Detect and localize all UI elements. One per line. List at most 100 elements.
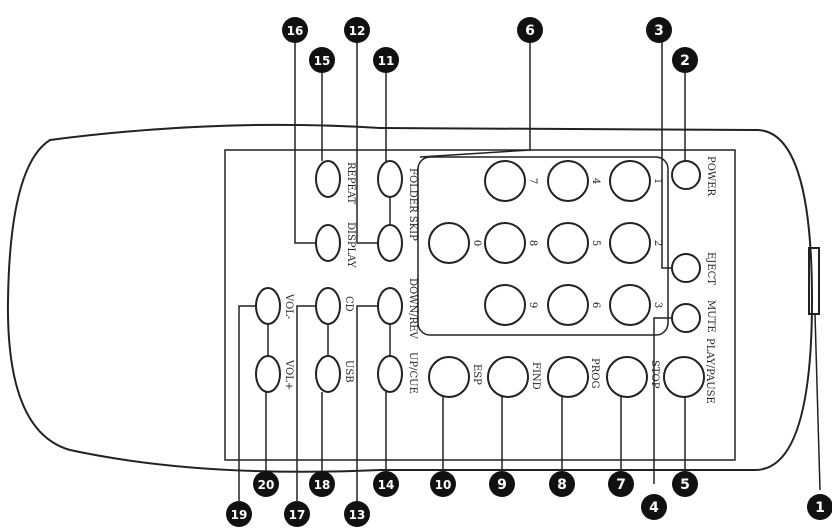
svg-text:9: 9 xyxy=(497,477,507,493)
up-cue-button[interactable] xyxy=(377,355,403,393)
folder-skip-up-button[interactable] xyxy=(377,160,403,198)
folder-skip-label: FOLDER SKIP xyxy=(407,168,418,241)
vol-plus-label: VOL+ xyxy=(283,359,294,390)
mute-label: MUTE xyxy=(705,300,716,333)
svg-text:7: 7 xyxy=(616,477,626,493)
svg-text:14: 14 xyxy=(378,478,395,492)
callout-13: 13 xyxy=(344,501,370,527)
callout-4: 4 xyxy=(641,494,667,520)
digit-label: 2 xyxy=(652,240,663,246)
power-button[interactable] xyxy=(671,160,701,190)
svg-text:2: 2 xyxy=(680,53,690,69)
esp-button[interactable] xyxy=(428,356,470,398)
digit-0-button[interactable] xyxy=(428,222,470,264)
down-rev-button[interactable] xyxy=(377,287,403,325)
callout-8: 8 xyxy=(549,471,575,497)
svg-text:19: 19 xyxy=(231,508,248,522)
digit-label: 4 xyxy=(590,178,601,184)
callout-2: 2 xyxy=(672,47,698,73)
svg-text:4: 4 xyxy=(649,500,659,516)
vol-plus-button[interactable] xyxy=(255,355,281,393)
svg-text:12: 12 xyxy=(349,24,366,38)
vol-minus-label: VOL- xyxy=(283,293,294,319)
callout-19: 19 xyxy=(226,501,252,527)
digit-label: 5 xyxy=(590,240,601,246)
svg-text:15: 15 xyxy=(314,54,331,68)
callout-9: 9 xyxy=(489,471,515,497)
leader-lines xyxy=(238,29,821,514)
power-label: POWER xyxy=(705,156,716,197)
cd-label: CD xyxy=(343,296,354,312)
folder-skip-down-button[interactable] xyxy=(377,224,403,262)
button-panel xyxy=(224,149,736,461)
svg-text:10: 10 xyxy=(435,478,452,492)
callout-3: 3 xyxy=(646,17,672,43)
callout-6: 6 xyxy=(517,17,543,43)
play-pause-label: PLAY/PAUSE xyxy=(704,338,715,404)
side-connector xyxy=(808,247,820,315)
vol-minus-button[interactable] xyxy=(255,287,281,325)
callout-15: 15 xyxy=(309,47,335,73)
remote-body xyxy=(6,123,814,473)
usb-button[interactable] xyxy=(315,355,341,393)
cd-button[interactable] xyxy=(315,287,341,325)
callout-5: 5 xyxy=(672,471,698,497)
svg-text:5: 5 xyxy=(680,477,690,493)
up-cue-label: UP/CUE xyxy=(407,352,418,394)
callout-17: 17 xyxy=(284,501,310,527)
repeat-button[interactable] xyxy=(315,160,341,198)
eject-label: EJECT xyxy=(705,252,716,285)
digit-8-button[interactable] xyxy=(484,222,526,264)
digit-label: 3 xyxy=(652,302,663,308)
display-button[interactable] xyxy=(315,224,341,262)
callout-1: 1 xyxy=(807,494,832,520)
digit-1-button[interactable] xyxy=(609,160,651,202)
digit-3-button[interactable] xyxy=(609,284,651,326)
digit-label: 8 xyxy=(527,240,538,246)
eject-button[interactable] xyxy=(671,253,701,283)
digit-9-button[interactable] xyxy=(484,284,526,326)
down-rev-label: DOWN/REV xyxy=(407,278,418,339)
callout-14: 14 xyxy=(373,471,399,497)
callout-16: 16 xyxy=(282,17,308,43)
digit-4-button[interactable] xyxy=(547,160,589,202)
esp-label: ESP xyxy=(471,364,482,385)
svg-text:18: 18 xyxy=(314,478,331,492)
digit-label: 9 xyxy=(527,302,538,308)
svg-text:3: 3 xyxy=(654,23,664,39)
callout-10: 10 xyxy=(430,471,456,497)
svg-text:16: 16 xyxy=(287,24,304,38)
digit-2-button[interactable] xyxy=(609,222,651,264)
svg-text:1: 1 xyxy=(815,500,825,516)
play-pause-button[interactable] xyxy=(663,356,705,398)
callout-11: 11 xyxy=(373,47,399,73)
digit-label: 1 xyxy=(652,178,663,184)
callout-12: 12 xyxy=(344,17,370,43)
svg-text:20: 20 xyxy=(258,478,275,492)
digit-label: 0 xyxy=(471,240,482,246)
svg-text:8: 8 xyxy=(557,477,567,493)
mute-button[interactable] xyxy=(671,303,701,333)
callout-7: 7 xyxy=(608,471,634,497)
svg-text:6: 6 xyxy=(525,23,535,39)
digit-5-button[interactable] xyxy=(547,222,589,264)
find-button[interactable] xyxy=(487,356,529,398)
stop-button[interactable] xyxy=(606,356,648,398)
callout-20: 20 xyxy=(253,471,279,497)
svg-text:11: 11 xyxy=(378,54,395,68)
display-label: DISPLAY xyxy=(345,222,356,268)
keypad-frame xyxy=(417,156,669,336)
prog-label: PROG xyxy=(589,358,600,388)
digit-label: 6 xyxy=(590,302,601,308)
find-label: FIND xyxy=(530,362,541,390)
repeat-label: REPEAT xyxy=(345,162,356,205)
svg-text:13: 13 xyxy=(349,508,366,522)
prog-button[interactable] xyxy=(547,356,589,398)
digit-6-button[interactable] xyxy=(547,284,589,326)
digit-7-button[interactable] xyxy=(484,160,526,202)
digit-label: 7 xyxy=(527,178,538,184)
usb-label: USB xyxy=(343,360,354,383)
svg-text:17: 17 xyxy=(289,508,306,522)
